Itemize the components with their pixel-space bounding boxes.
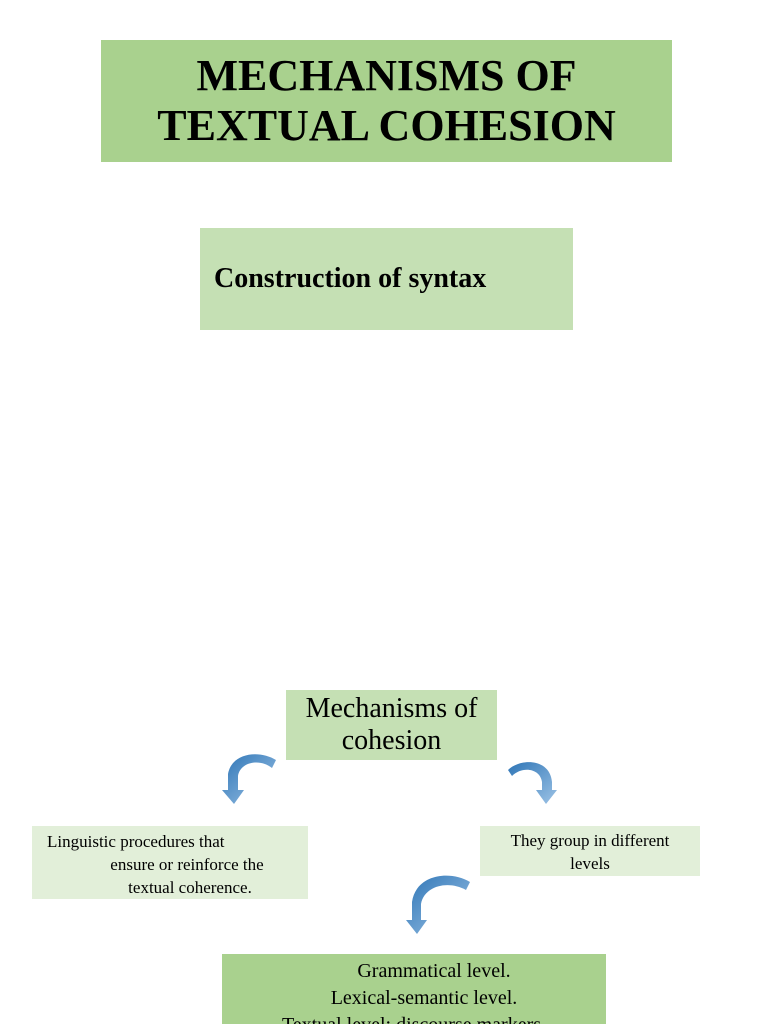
levels-node-line-1: Grammatical level. xyxy=(357,960,511,982)
left-node-line-1: Linguistic procedures that xyxy=(47,832,225,851)
title-line-2: TEXTUAL COHESION xyxy=(157,101,616,150)
title-box: MECHANISMS OF TEXTUAL COHESION xyxy=(101,40,672,162)
right-node-line-2: levels xyxy=(570,854,610,873)
subtitle-text: Construction of syntax xyxy=(214,263,487,294)
levels-node-line-2: Lexical-semantic level. xyxy=(330,987,518,1009)
center-node-line-2: cohesion xyxy=(341,725,442,756)
left-node-line-3: textual coherence. xyxy=(128,878,252,897)
left-node-line-2: ensure or reinforce the xyxy=(110,855,264,874)
curved-arrow-icon xyxy=(222,754,276,804)
title-line-1: MECHANISMS OF xyxy=(196,51,577,100)
center-node: Mechanisms of cohesion xyxy=(286,690,497,760)
levels-node-line-3: Textual level: discourse markers. xyxy=(222,1012,606,1024)
curved-arrow-icon xyxy=(508,762,557,804)
center-node-line-1: Mechanisms of xyxy=(305,693,478,724)
left-node: Linguistic procedures that ensure or rei… xyxy=(32,826,308,899)
right-node: They group in different levels xyxy=(480,826,700,876)
right-node-line-1: They group in different xyxy=(510,831,670,850)
levels-node: Grammatical level. Lexical-semantic leve… xyxy=(222,954,606,1024)
subtitle-box: Construction of syntax xyxy=(200,228,573,330)
curved-arrow-icon xyxy=(406,875,470,934)
